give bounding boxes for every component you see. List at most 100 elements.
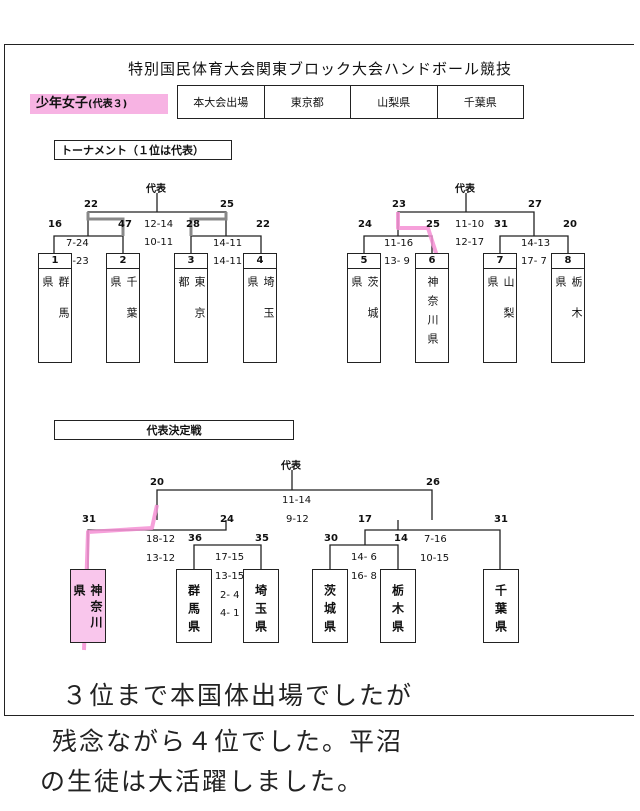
final-heading: 代表決定戦: [54, 420, 294, 440]
match-score: 13-15: [215, 571, 245, 582]
match-score: 17- 7: [521, 256, 547, 267]
match-score: 9-23: [66, 256, 89, 267]
team-box: 7 山梨県: [483, 253, 517, 363]
match-score: 18-12: [146, 534, 176, 545]
score: 25: [220, 199, 234, 210]
score: 22: [84, 199, 98, 210]
team-number: 4: [244, 254, 276, 269]
handwritten-line: ３位まで本国体出場でしたが: [62, 681, 414, 710]
qualified-team: 山梨県: [350, 86, 437, 118]
final-score: 12-14: [144, 219, 174, 230]
match-score: 4- 1: [220, 608, 240, 619]
match-score: 7-24: [66, 238, 89, 249]
team-number: 5: [348, 254, 380, 269]
match-score: 14-11: [213, 238, 243, 249]
category-main: 少年女子: [36, 96, 89, 111]
score: 47: [118, 219, 132, 230]
score: 31: [494, 514, 508, 525]
score: 25: [426, 219, 440, 230]
team-number: 7: [484, 254, 516, 269]
match-score: 7-16: [424, 534, 447, 545]
team-name: 埼玉県: [253, 584, 268, 638]
score: 36: [188, 533, 202, 544]
score: 26: [426, 477, 440, 488]
score: 24: [220, 514, 234, 525]
team-name: 千葉県: [493, 584, 508, 638]
team-box: 茨城県: [312, 569, 348, 643]
score: 30: [324, 533, 338, 544]
handwritten-line: の生徒は大活躍しました。: [40, 767, 365, 796]
team-name: 栃木県: [390, 584, 405, 638]
match-score: 2- 4: [220, 590, 240, 601]
match-score: 16- 8: [351, 571, 377, 582]
team-number: 1: [39, 254, 71, 269]
match-score: 14-11: [213, 256, 243, 267]
page-frame: [4, 44, 634, 716]
team-box-highlighted: 神奈川県: [70, 569, 106, 643]
match-score: 14- 6: [351, 552, 377, 563]
team-box: 埼玉県: [243, 569, 279, 643]
team-number: 2: [107, 254, 139, 269]
score: 22: [256, 219, 270, 230]
team-name: 群馬県: [41, 276, 70, 338]
handwritten-line: 残念ながら４位でした。平沼: [52, 727, 404, 756]
team-box: 3 東京都: [174, 253, 208, 363]
match-score: 10-15: [420, 553, 450, 564]
rep-label: 代表: [281, 461, 301, 472]
team-box: 2 千葉県: [106, 253, 140, 363]
team-number: 3: [175, 254, 207, 269]
category-sub: (代表３): [88, 99, 128, 110]
tournament-heading: トーナメント（１位は代表）: [54, 140, 232, 160]
rep-label: 代表: [455, 184, 475, 195]
qualified-team: 千葉県: [436, 86, 524, 118]
team-name: 群馬県: [186, 584, 201, 638]
team-name: 東京都: [177, 276, 206, 338]
score: 23: [392, 199, 406, 210]
score: 17: [358, 514, 372, 525]
team-box: 4 埼玉県: [243, 253, 277, 363]
score: 20: [563, 219, 577, 230]
score: 35: [255, 533, 269, 544]
team-name: 栃木県: [554, 276, 583, 338]
final-score: 11-10: [455, 219, 485, 230]
match-score: 13-12: [146, 553, 176, 564]
score: 31: [494, 219, 508, 230]
final-score: 10-11: [144, 237, 174, 248]
final-score: 11-14: [282, 495, 312, 506]
rep-label: 代表: [146, 184, 166, 195]
match-score: 13- 9: [384, 256, 410, 267]
team-box: 群馬県: [176, 569, 212, 643]
team-box: 8 栃木県: [551, 253, 585, 363]
team-name: 神奈川県: [426, 276, 439, 352]
team-name: 神奈川県: [72, 584, 103, 632]
team-number: 6: [416, 254, 448, 269]
final-score: 12-17: [455, 237, 485, 248]
score: 20: [150, 477, 164, 488]
category-label: 少年女子(代表３): [30, 94, 168, 114]
score: 16: [48, 219, 62, 230]
team-name: 茨城県: [322, 584, 337, 638]
final-score: 9-12: [286, 514, 309, 525]
team-name: 山梨県: [486, 276, 515, 338]
match-score: 17-15: [215, 552, 245, 563]
qualified-team: 東京都: [263, 86, 351, 118]
score: 14: [394, 533, 408, 544]
team-number: 8: [552, 254, 584, 269]
score: 28: [186, 219, 200, 230]
score: 27: [528, 199, 542, 210]
team-box: 6 神奈川県: [415, 253, 449, 363]
match-score: 11-16: [384, 238, 414, 249]
team-name: 茨城県: [350, 276, 379, 338]
team-box: 1 群馬県: [38, 253, 72, 363]
team-box: 千葉県: [483, 569, 519, 643]
team-box: 5 茨城県: [347, 253, 381, 363]
qualified-header: 本大会出場: [193, 96, 249, 109]
team-name: 埼玉県: [246, 276, 275, 338]
team-box: 栃木県: [380, 569, 416, 643]
team-name: 千葉県: [109, 276, 138, 338]
score: 31: [82, 514, 96, 525]
page-title: 特別国民体育大会関東ブロック大会ハンドボール競技: [127, 60, 512, 78]
score: 24: [358, 219, 372, 230]
qualified-table: 本大会出場 東京都 山梨県 千葉県: [177, 85, 524, 119]
match-score: 14-13: [521, 238, 551, 249]
